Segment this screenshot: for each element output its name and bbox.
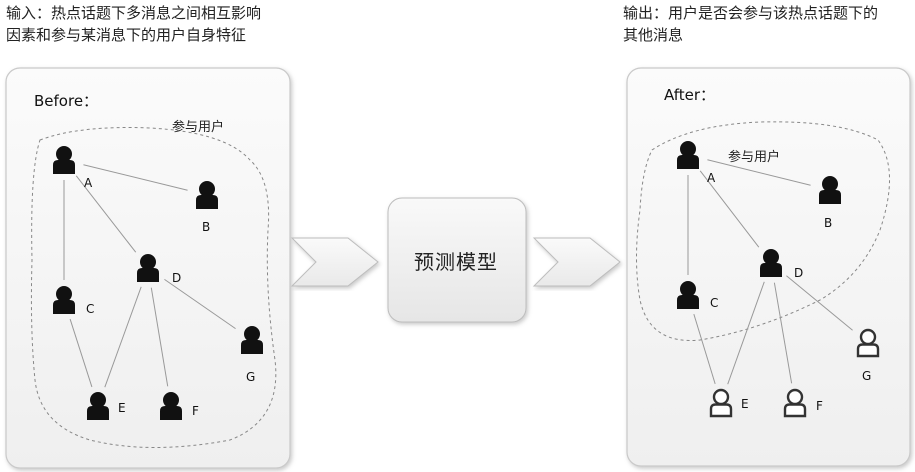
after-node-label-E: E xyxy=(741,397,749,411)
after-title: After： xyxy=(664,84,715,105)
after-group-label: 参与用户 xyxy=(728,146,780,165)
output-caption-line1: 输出：用户是否会参与该热点话题下的 xyxy=(623,2,878,24)
input-caption-line2: 因素和参与某消息下的用户自身特征 xyxy=(6,24,261,46)
after-node-label-C: C xyxy=(710,296,718,310)
before-node-label-B: B xyxy=(202,220,210,234)
before-node-label-E: E xyxy=(118,401,126,415)
input-caption: 输入：热点话题下多消息之间相互影响 因素和参与某消息下的用户自身特征 xyxy=(6,2,261,46)
after-node-label-A: A xyxy=(707,171,715,185)
prediction-model-label: 预测模型 xyxy=(414,246,498,275)
input-caption-line1: 输入：热点话题下多消息之间相互影响 xyxy=(6,2,261,24)
before-node-label-D: D xyxy=(172,271,181,285)
before-group-label: 参与用户 xyxy=(172,116,224,135)
output-caption: 输出：用户是否会参与该热点话题下的 其他消息 xyxy=(623,2,878,46)
before-node-label-C: C xyxy=(86,302,94,316)
before-node-label-F: F xyxy=(192,404,199,418)
after-node-label-G: G xyxy=(862,369,871,383)
after-node-label-B: B xyxy=(824,216,832,230)
output-arrow xyxy=(534,238,620,286)
input-arrow xyxy=(292,238,378,286)
output-caption-line2: 其他消息 xyxy=(623,24,878,46)
after-node-label-D: D xyxy=(794,266,803,280)
before-node-label-G: G xyxy=(246,370,255,384)
after-node-label-F: F xyxy=(816,399,823,413)
before-node-label-A: A xyxy=(84,176,92,190)
before-title: Before： xyxy=(34,90,98,111)
